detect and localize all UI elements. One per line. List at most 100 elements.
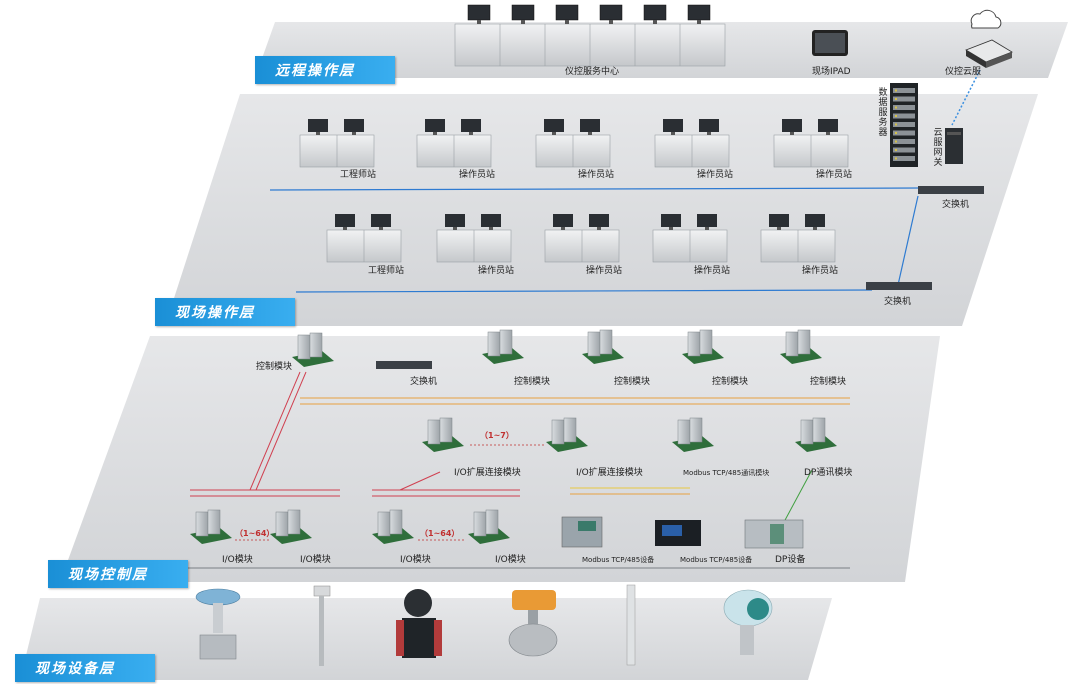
- plc-module-icon: [795, 417, 837, 452]
- io-module-label: I/O模块: [300, 555, 331, 565]
- switch-label: 交换机: [942, 200, 970, 210]
- layer-title: 远程操作层: [275, 63, 355, 79]
- monitor-icon: [555, 4, 579, 24]
- monitor-icon: [467, 4, 491, 24]
- layer-tag-site-dev: 现场设备层: [15, 654, 155, 682]
- valve-icon: [195, 588, 241, 660]
- layer-title: 现场设备层: [35, 661, 115, 677]
- monitor-icon: [661, 214, 681, 230]
- station-label: 操作员站: [478, 266, 515, 276]
- switch-label: 交换机: [884, 297, 912, 307]
- monitor-icon: [769, 214, 789, 230]
- monitor-icon: [344, 119, 364, 135]
- operator-station: [299, 119, 375, 168]
- monitor-icon: [663, 119, 683, 135]
- operator-station: [652, 214, 728, 263]
- field-devices: [195, 584, 773, 666]
- range-note: （1~7）: [480, 431, 514, 440]
- monitor-icon: [445, 214, 465, 230]
- operator-station: [535, 119, 611, 168]
- modbus-comm-label: Modbus TCP/485通讯模块: [683, 469, 770, 477]
- service-center-cabinets: [454, 23, 726, 67]
- monitor-icon: [481, 214, 501, 230]
- cloud-service-label: 仪控云服: [945, 67, 982, 77]
- station-label: 操作员站: [697, 170, 734, 180]
- layer-tag-site-op: 现场操作层: [155, 298, 295, 326]
- plc-module-icon: [780, 329, 822, 364]
- io-module-label: I/O模块: [222, 555, 253, 565]
- plc-module-icon: [270, 509, 312, 544]
- monitor-icon: [589, 214, 609, 230]
- switch-label: 交换机: [410, 377, 438, 387]
- level-gauge-icon: [626, 584, 636, 666]
- modbus-display-device-icon: [655, 520, 701, 546]
- operator-station: [436, 214, 512, 263]
- operator-station: [654, 119, 730, 168]
- plc-module-icon: [682, 329, 724, 364]
- ipad-label: 现场IPAD: [812, 67, 851, 77]
- io-ext-label: I/O扩展连接模块: [576, 468, 643, 478]
- server-rack-icon: [890, 83, 918, 167]
- range-note: （1~64）: [235, 529, 275, 538]
- flowmeter-icon: [396, 589, 442, 658]
- control-buses: [190, 371, 850, 549]
- ball-valve-icon: [508, 590, 558, 657]
- plc-module-icon: [190, 509, 232, 544]
- dp-device-icon: [744, 519, 804, 549]
- operator-station: [326, 214, 402, 263]
- plc-module-icon: [482, 329, 524, 364]
- monitor-icon: [643, 4, 667, 24]
- control-module-label: 控制模块: [712, 377, 749, 387]
- site-ctrl-layer-panel: [60, 336, 940, 582]
- monitor-icon: [782, 119, 802, 135]
- monitor-icon: [461, 119, 481, 135]
- monitor-icon: [308, 119, 328, 135]
- plc-module-icon: [422, 417, 464, 452]
- operator-station: [773, 119, 849, 168]
- switch-icon: [376, 361, 432, 369]
- layer-tag-remote: 远程操作层: [255, 56, 395, 84]
- station-label: 操作员站: [694, 266, 731, 276]
- io-module-label: I/O模块: [495, 555, 526, 565]
- layer-title: 现场操作层: [175, 305, 255, 321]
- station-label: 操作员站: [802, 266, 839, 276]
- plc-module-icon: [582, 329, 624, 364]
- monitor-icon: [599, 4, 623, 24]
- monitor-icon: [699, 119, 719, 135]
- cloud-icon: [970, 9, 1002, 29]
- monitor-icon: [687, 4, 711, 24]
- operator-station: [416, 119, 492, 168]
- dp-comm-label: DP通讯模块: [804, 468, 853, 478]
- station-label: 操作员站: [816, 170, 853, 180]
- io-module-label: I/O模块: [400, 555, 431, 565]
- control-module-label: 控制模块: [810, 377, 847, 387]
- control-module-label: 控制模块: [256, 362, 293, 372]
- plc-module-icon: [672, 417, 714, 452]
- service-center-label: 仪控服务中心: [565, 67, 620, 77]
- monitor-icon: [580, 119, 600, 135]
- control-module-label: 控制模块: [514, 377, 551, 387]
- plc-module-icon: [292, 332, 334, 367]
- thermocouple-icon: [313, 585, 331, 666]
- station-label: 工程师站: [340, 170, 377, 180]
- monitor-icon: [425, 119, 445, 135]
- control-module-label: 控制模块: [614, 377, 651, 387]
- layer-tag-site-ctrl: 现场控制层: [48, 560, 188, 588]
- tablet-icon: [812, 30, 848, 56]
- gateway-icon: [945, 128, 963, 164]
- data-server-label: 数据服务器: [878, 88, 888, 138]
- monitor-icon: [511, 4, 535, 24]
- switch-icon: [866, 186, 984, 290]
- io-ext-label: I/O扩展连接模块: [454, 468, 521, 478]
- modbus-device-label: Modbus TCP/485设备: [582, 556, 655, 564]
- monitor-icon: [553, 214, 573, 230]
- plc-module-icon: [372, 509, 414, 544]
- pressure-transmitter-icon: [723, 589, 773, 655]
- monitor-icon: [371, 214, 391, 230]
- cloud-gateway-label: 云服网关: [933, 128, 943, 168]
- modbus-device-label: Modbus TCP/485设备: [680, 556, 753, 564]
- station-label: 工程师站: [368, 266, 405, 276]
- range-note: （1~64）: [420, 529, 460, 538]
- station-label: 操作员站: [578, 170, 615, 180]
